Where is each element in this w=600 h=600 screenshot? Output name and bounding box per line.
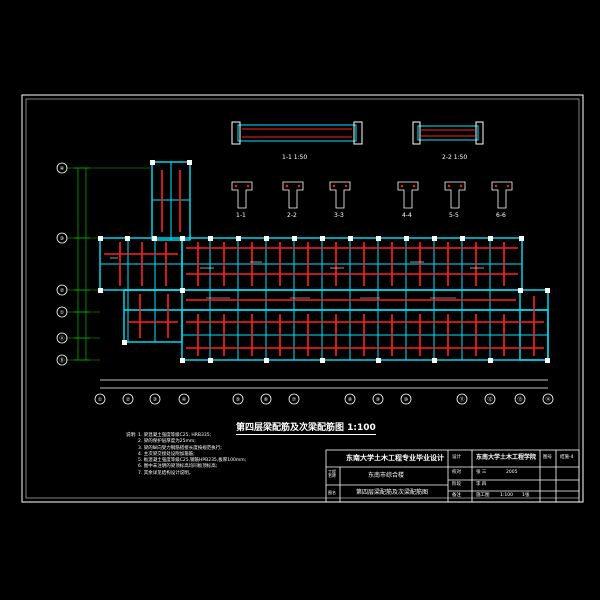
drawing-title: 第四层梁配筋及次梁配筋图 1:100 (236, 420, 376, 435)
section-label-2-2: 2-2 1:50 (442, 154, 468, 161)
row-grid-bubbles (56, 162, 68, 366)
west-lower-outline (123, 289, 183, 343)
col-grid-label: ⑥ (264, 397, 269, 403)
note-line: 4. 主次梁交接处设附加箍筋; (138, 451, 195, 457)
left-dimension-lines (74, 167, 90, 361)
col-grid-label: ⑦ (292, 397, 297, 403)
detail-label-2: 2-2 (287, 212, 297, 219)
section-1-1 (231, 121, 363, 145)
rebar-marks (104, 170, 544, 356)
row-grid-label: Ⓐ (59, 335, 64, 342)
section-label-1-1: 1-1 1:50 (282, 154, 308, 161)
row-grid-label: ① (60, 310, 65, 316)
tb-cell-stage: 阶段 (452, 482, 461, 487)
detail-label-4: 4-4 (402, 212, 412, 219)
detail-label-5: 5-5 (449, 212, 459, 219)
beam-annotations (110, 257, 484, 299)
tb-checker: 李 四 (476, 482, 487, 487)
note-line: 2. 梁的保护层厚度为25mm; (138, 439, 196, 445)
bottom-dimension-lines (100, 379, 548, 389)
tb-drawing-no: 结施-4 (560, 455, 574, 460)
row-grid-label: ② (60, 288, 65, 294)
beam-detail-rebar (234, 184, 510, 188)
note-line: 3. 梁的纵向受力钢筋搭接长度按规范执行; (138, 445, 222, 451)
tb-date: 2005 (506, 470, 518, 475)
note-line: 说明: 1. 梁混凝土强度等级C25, HRB335; (126, 433, 212, 438)
drawing-frame (21, 94, 584, 503)
tb-sheet-value: 1张 (522, 493, 530, 498)
design-notes: 说明: 1. 梁混凝土强度等级C25, HRB335; 2. 梁的保护层厚度为2… (126, 433, 316, 477)
tb-row-label-2: 图名 (328, 490, 336, 495)
beam-details (231, 181, 513, 209)
tb-scale-value: 1:100 (500, 493, 513, 498)
col-grid-label: ⑧ (348, 397, 353, 403)
col-grid-label: ④ (182, 397, 187, 403)
east-wing-outline (519, 289, 549, 361)
note-line: 7. 其余详见结构设计说明。 (138, 470, 194, 476)
col-grid-label: ⑬ (517, 396, 522, 403)
top-axis-lines (66, 167, 150, 361)
col-grid-label: ⑨ (376, 397, 380, 403)
tb-designer: 张 三 (476, 470, 487, 475)
column-grid-beams (100, 162, 548, 360)
col-grid-label: ③ (153, 397, 157, 403)
col-grid-label: ① (98, 397, 103, 403)
row-grid-label: Ⓑ (59, 357, 64, 364)
col-grid-label: ⑫ (487, 396, 492, 403)
col-grid-label: ⑩ (404, 397, 409, 403)
tb-school: 东南大学土木工程专业毕业设计 (346, 454, 444, 462)
tb-cell-check: 校对 (452, 470, 461, 475)
columns (98, 160, 550, 363)
row-grid-label: ④ (60, 166, 65, 172)
tb-project: 东南市综合楼 (368, 472, 405, 479)
tb-stage-value: 施工图 (476, 493, 490, 498)
tb-cell-sheet-no: 图号 (543, 455, 552, 460)
tb-drawing-name: 第四层梁配筋及次梁配筋图 (356, 489, 429, 496)
section-2-2 (412, 121, 484, 145)
detail-label-6: 6-6 (496, 212, 506, 219)
row-grid-label: ③ (60, 236, 64, 242)
col-grid-bubbles (94, 393, 554, 405)
tb-cell-design: 设计 (452, 455, 461, 460)
col-grid-label: ⑪ (459, 396, 464, 403)
note-line: 5. 板混凝土强度等级C25,钢筋HPB235,板厚100mm; (138, 458, 247, 464)
col-grid-label: ② (126, 397, 131, 403)
tb-right-school: 东南大学土木工程学院 (476, 454, 537, 461)
note-line: 6. 图中未注明的梁顶标高均同板顶标高; (138, 464, 218, 470)
drawing-inner-frame (25, 98, 580, 499)
detail-label-1: 1-1 (236, 212, 246, 219)
tb-cell-remark: 备注 (452, 493, 461, 498)
detail-label-3: 3-3 (334, 212, 344, 219)
col-grid-label: ⑤ (236, 397, 240, 403)
title-block (325, 449, 580, 503)
col-grid-label: ⑭ (545, 396, 550, 403)
tb-row-label-1: 工程名称 (328, 469, 336, 478)
